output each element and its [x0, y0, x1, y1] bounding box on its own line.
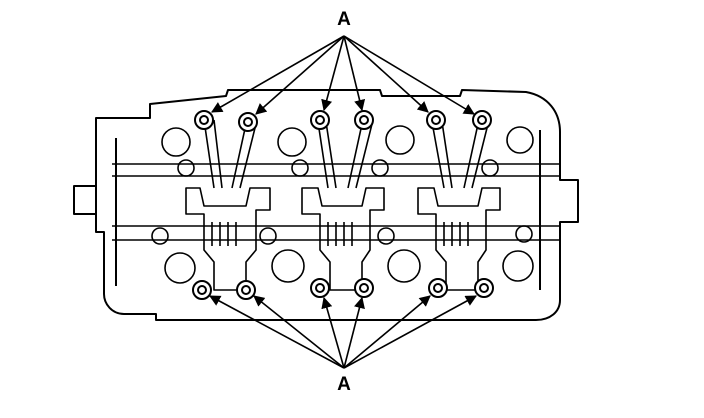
bolt-top-4 — [354, 110, 374, 130]
bolt-bottom-4 — [354, 278, 374, 298]
rocker-arm-assembly-1 — [185, 119, 271, 291]
rocker-arm-assembly-3 — [417, 121, 501, 291]
callout-label-bottom: A — [337, 374, 351, 395]
bolt-bottom-6 — [474, 278, 494, 298]
top-bolts — [194, 110, 492, 132]
bolt-bottom-1 — [192, 280, 212, 300]
bolt-top-1 — [194, 110, 214, 130]
bottom-leader-arrows — [209, 295, 477, 369]
cylinder-head-body — [73, 89, 579, 321]
bolt-top-5 — [426, 110, 446, 130]
port-holes — [151, 125, 534, 284]
callout-label-top: A — [337, 9, 351, 30]
bolt-bottom-3 — [310, 278, 330, 298]
top-leader-arrows — [211, 35, 475, 115]
bolt-top-2 — [238, 112, 258, 132]
bolt-bottom-2 — [236, 280, 256, 300]
bottom-bolts — [192, 278, 494, 300]
bolt-top-3 — [310, 110, 330, 130]
rocker-arm-assembly-2 — [301, 121, 385, 291]
bolt-bottom-5 — [428, 278, 448, 298]
bolt-top-6 — [472, 110, 492, 130]
